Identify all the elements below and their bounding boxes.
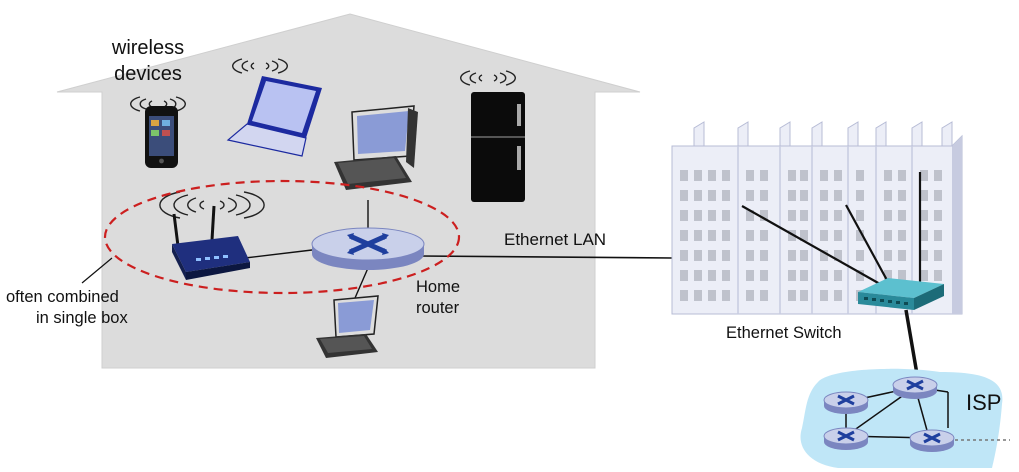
isp-router-4-icon <box>909 429 955 452</box>
switch-to-isp-link <box>904 309 920 381</box>
ethernet-switch-label: Ethernet Switch <box>726 324 842 342</box>
ethernet-switch-icon <box>858 278 944 310</box>
refrigerator-icon <box>471 92 525 202</box>
isp-label: ISP <box>966 390 1001 415</box>
home-router-label-line2: router <box>416 299 460 317</box>
smartphone-icon <box>145 106 178 168</box>
laptop-icon <box>226 76 322 157</box>
wireless-devices-label-line2: devices <box>114 63 182 85</box>
isp-router-3-icon <box>823 427 869 450</box>
ethernet-lan-link <box>419 255 673 259</box>
often-combined-label-line2: in single box <box>36 309 128 327</box>
wireless-access-point-icon <box>172 205 250 280</box>
desktop-computer-2-icon <box>316 295 379 358</box>
combined-box-ellipse <box>103 179 461 295</box>
building-windows <box>680 170 942 301</box>
often-combined-label-line1: often combined <box>6 288 119 306</box>
pc-to-router-link <box>354 267 369 299</box>
switch-cables <box>741 172 922 285</box>
ap-signal-icon <box>159 191 265 219</box>
home-router-icon <box>311 227 425 270</box>
ethernet-lan-label: Ethernet LAN <box>504 230 606 249</box>
home-router-label-line1: Home <box>416 278 460 296</box>
ap-to-router-link <box>244 249 313 259</box>
wireless-devices-label-line1: wireless <box>111 37 184 59</box>
office-building-icon <box>671 121 963 315</box>
isp-router-2-icon <box>892 376 938 399</box>
often-combined-pointer <box>81 257 113 284</box>
desktop-computer-icon <box>334 105 418 190</box>
laptop-signal-icon <box>232 58 288 74</box>
isp-router-1-icon <box>823 391 869 414</box>
fridge-signal-icon <box>460 70 516 86</box>
